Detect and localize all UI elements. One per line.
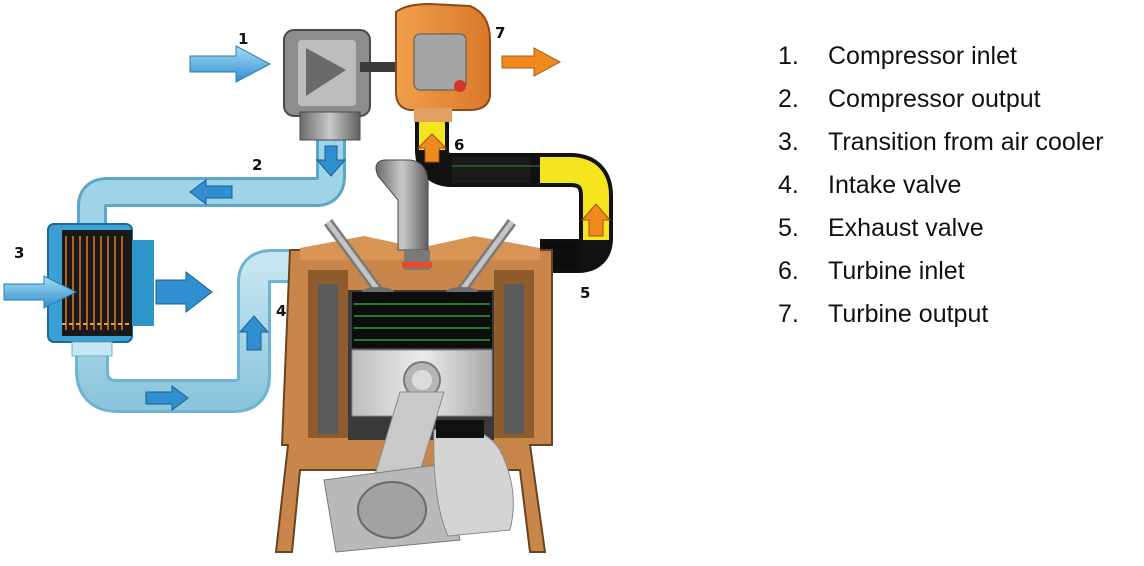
connecting-rod xyxy=(323,391,461,553)
callout-4: 4 xyxy=(276,302,286,320)
intake-pipe-right-arrow xyxy=(145,385,189,411)
callout-5: 5 xyxy=(580,284,590,302)
legend-list: 1. Compressor inlet 2. Compressor output 3… xyxy=(778,38,1104,339)
spark-plug xyxy=(375,159,432,270)
legend-number: 7. xyxy=(778,300,799,328)
legend-label: Turbine output xyxy=(828,300,989,328)
turbine-output-arrow xyxy=(501,47,562,77)
legend-item: 2. Compressor output xyxy=(778,81,1104,124)
legend-label: Exhaust valve xyxy=(828,214,984,242)
legend-number: 1. xyxy=(778,42,799,70)
legend-label: Compressor inlet xyxy=(828,42,1017,70)
legend-item: 1. Compressor inlet xyxy=(778,38,1104,81)
turbocharger-diagram: 1 2 3 4 5 6 7 xyxy=(3,2,613,553)
cylinder-chamber xyxy=(352,292,492,348)
compressor-output-pipe xyxy=(77,140,346,226)
compressor-housing xyxy=(283,29,371,141)
legend-item: 4. Intake valve xyxy=(778,167,1104,210)
legend-item: 7. Turbine output xyxy=(778,296,1104,339)
legend-item: 6. Turbine inlet xyxy=(778,253,1104,296)
callout-1: 1 xyxy=(238,30,248,48)
legend-label: Intake valve xyxy=(828,171,962,199)
compressor-output-arrow xyxy=(315,145,347,177)
air-cooler xyxy=(47,223,154,357)
cooler-inlet-arrow xyxy=(3,275,78,309)
legend-number: 3. xyxy=(778,128,799,156)
legend-item: 3. Transition from air cooler xyxy=(778,124,1104,167)
callout-3: 3 xyxy=(14,244,24,262)
exhaust-up-arrow xyxy=(580,203,612,237)
turbine-inlet-arrow xyxy=(416,133,448,163)
legend-number: 2. xyxy=(778,85,799,113)
legend-number: 5. xyxy=(778,214,799,242)
compressor-inlet-arrow xyxy=(189,45,272,83)
callout-7: 7 xyxy=(495,24,505,42)
intake-pipe xyxy=(75,249,330,413)
intake-up-arrow xyxy=(238,315,270,351)
legend-item: 5. Exhaust valve xyxy=(778,210,1104,253)
cold-pipe-left-arrow xyxy=(189,179,233,205)
crankshaft-counterweight xyxy=(433,420,514,537)
callout-6: 6 xyxy=(454,136,464,154)
callout-2: 2 xyxy=(252,156,262,174)
legend-label: Turbine inlet xyxy=(828,257,965,285)
turbo-shaft xyxy=(360,62,416,72)
legend-label: Compressor output xyxy=(828,85,1041,113)
legend-label: Transition from air cooler xyxy=(828,128,1104,156)
legend-number: 6. xyxy=(778,257,799,285)
turbine-housing xyxy=(395,2,491,122)
legend-number: 4. xyxy=(778,171,799,199)
cooler-output-arrow xyxy=(155,270,213,314)
